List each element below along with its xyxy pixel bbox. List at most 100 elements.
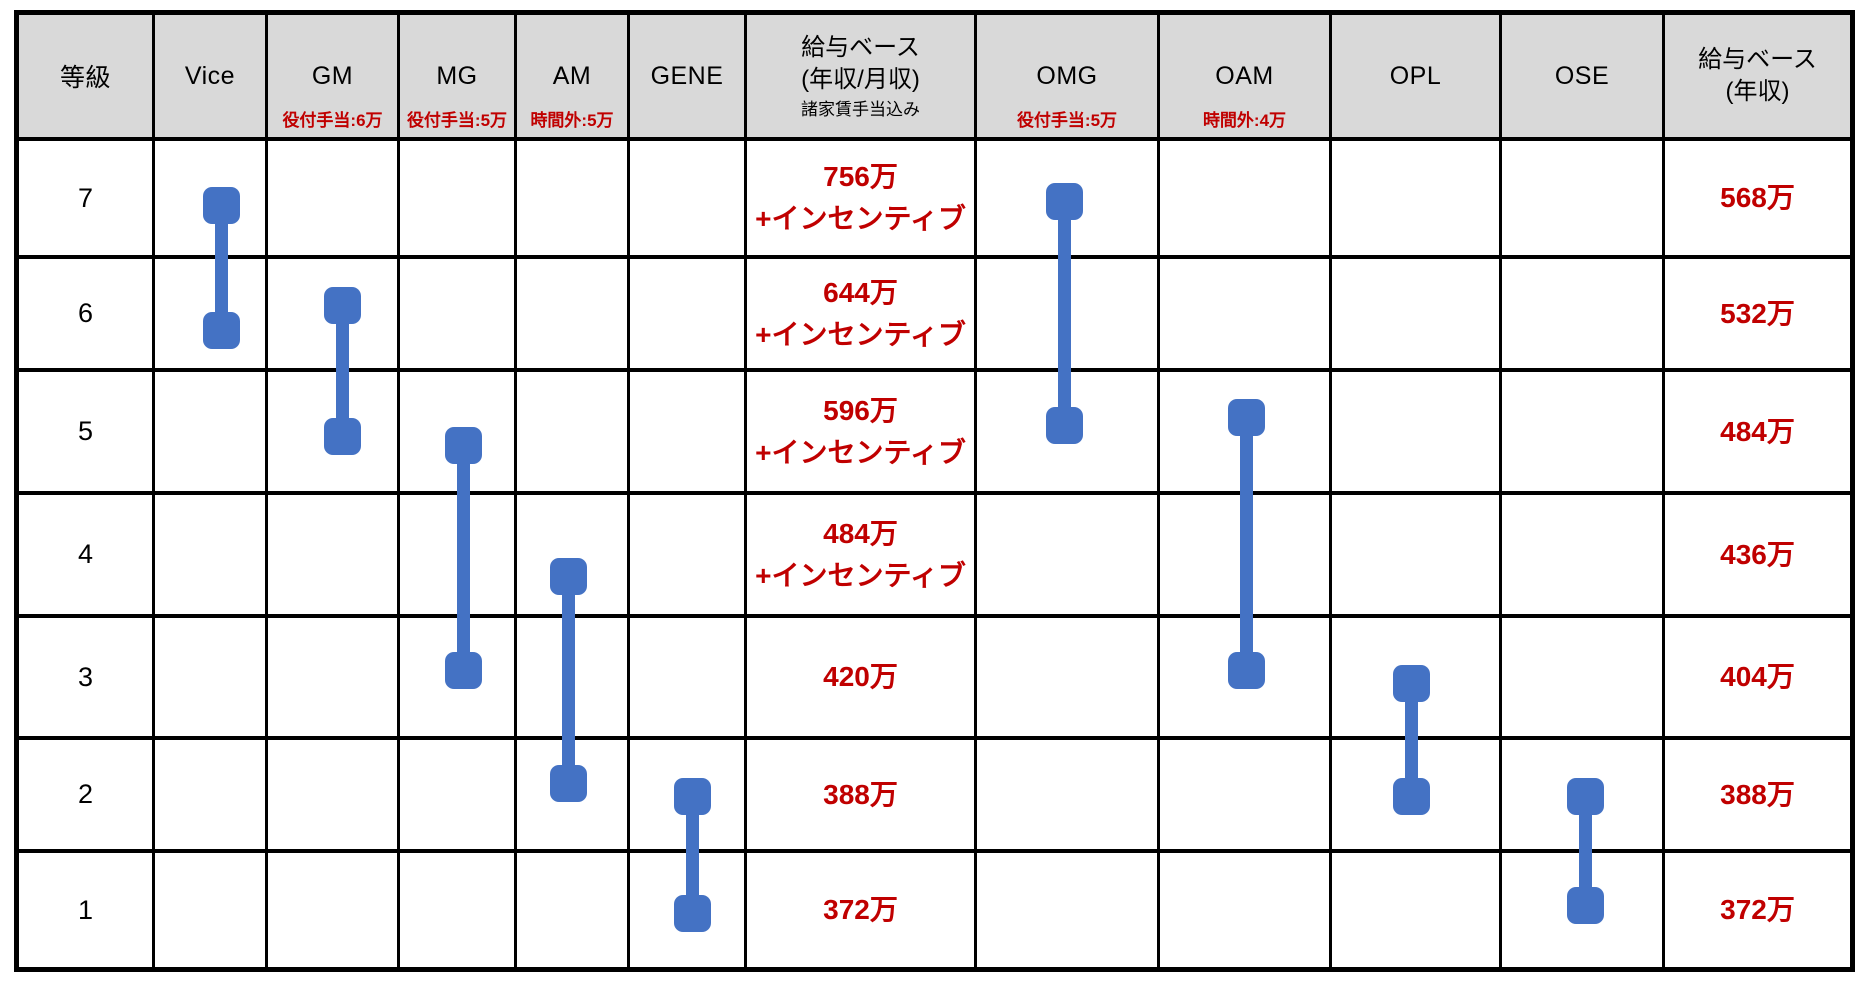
- mg-cell-grade-2: [400, 740, 517, 853]
- column-header-label: 等級: [59, 64, 111, 92]
- salary-value: 404万: [1720, 661, 1795, 692]
- mg-cell-grade-3: [400, 618, 517, 740]
- vice-cell-grade-5: [155, 372, 268, 495]
- column-header-grade: 等級: [19, 15, 155, 141]
- column-header-am: AM 時間外:5万: [517, 15, 630, 141]
- omg-cell-grade-6: [977, 259, 1160, 372]
- gm-cell-grade-6: [268, 259, 400, 372]
- column-header-salary_right: 給与ベース(年収): [1665, 15, 1850, 141]
- mg-cell-grade-4: [400, 495, 517, 618]
- salary-value: 644万: [823, 276, 898, 308]
- salary_mid-cell-grade-6: 644万 +インセンティブ: [747, 259, 977, 372]
- am-cell-grade-7: [517, 141, 630, 259]
- salary_right-cell-grade-1: 372万: [1665, 853, 1850, 967]
- allowance-note: 役付手当:5万: [1016, 111, 1118, 130]
- oam-cell-grade-1: [1160, 853, 1332, 967]
- grade-cell-7: 7: [19, 141, 155, 259]
- oam-cell-grade-5: [1160, 372, 1332, 495]
- vice-cell-grade-7: [155, 141, 268, 259]
- allowance-note: 役付手当:6万: [282, 111, 383, 130]
- column-header-label: OSE: [1554, 61, 1610, 90]
- column-header-label: OMG: [1036, 61, 1098, 90]
- column-header-label: Vice: [184, 61, 236, 90]
- gm-cell-grade-4: [268, 495, 400, 618]
- column-header-label: GENE: [650, 61, 724, 90]
- grade-cell-3: 3: [19, 618, 155, 740]
- omg-cell-grade-5: [977, 372, 1160, 495]
- ose-cell-grade-3: [1502, 618, 1665, 740]
- ose-cell-grade-2: [1502, 740, 1665, 853]
- allowance-note: 役付手当:5万: [406, 111, 508, 130]
- ose-cell-grade-7: [1502, 141, 1665, 259]
- vice-cell-grade-4: [155, 495, 268, 618]
- am-cell-grade-1: [517, 853, 630, 967]
- column-header-label: MG: [436, 61, 478, 90]
- grade-cell-4: 4: [19, 495, 155, 618]
- salary_mid-cell-grade-4: 484万 +インセンティブ: [747, 495, 977, 618]
- omg-cell-grade-1: [977, 853, 1160, 967]
- salary-value: 420万: [823, 661, 898, 692]
- incentive-label: +インセンティブ: [755, 203, 966, 234]
- salary_right-cell-grade-4: 436万: [1665, 495, 1850, 618]
- opl-cell-grade-2: [1332, 740, 1502, 853]
- gm-cell-grade-3: [268, 618, 400, 740]
- opl-cell-grade-7: [1332, 141, 1502, 259]
- grade-number: 1: [77, 894, 94, 925]
- incentive-label: +インセンティブ: [755, 436, 966, 468]
- oam-cell-grade-3: [1160, 618, 1332, 740]
- vice-cell-grade-6: [155, 259, 268, 372]
- gene-cell-grade-3: [630, 618, 747, 740]
- gene-cell-grade-7: [630, 141, 747, 259]
- salary-value: 568万: [1720, 182, 1795, 213]
- am-cell-grade-6: [517, 259, 630, 372]
- gm-cell-grade-5: [268, 372, 400, 495]
- grade-number: 7: [77, 182, 94, 213]
- grade-number: 3: [77, 661, 94, 692]
- column-header-salary_mid: 給与ベース(年収/月収)諸家賃手当込み: [747, 15, 977, 141]
- salary_right-cell-grade-6: 532万: [1665, 259, 1850, 372]
- column-header-ose: OSE: [1502, 15, 1665, 141]
- column-header-gene: GENE: [630, 15, 747, 141]
- oam-cell-grade-7: [1160, 141, 1332, 259]
- omg-cell-grade-7: [977, 141, 1160, 259]
- column-header-label: AM: [552, 61, 592, 90]
- opl-cell-grade-5: [1332, 372, 1502, 495]
- column-header-omg: OMG 役付手当:5万: [977, 15, 1160, 141]
- salary_right-cell-grade-5: 484万: [1665, 372, 1850, 495]
- gene-cell-grade-5: [630, 372, 747, 495]
- oam-cell-grade-2: [1160, 740, 1332, 853]
- grade-cell-5: 5: [19, 372, 155, 495]
- mg-cell-grade-7: [400, 141, 517, 259]
- salary_mid-cell-grade-2: 388万: [747, 740, 977, 853]
- column-header-vice: Vice: [155, 15, 268, 141]
- salary-value: 388万: [1720, 778, 1795, 810]
- salary-value: 756万: [823, 161, 898, 192]
- allowance-note: 時間外:4万: [1202, 111, 1287, 130]
- salary-value: 436万: [1720, 538, 1795, 570]
- opl-cell-grade-1: [1332, 853, 1502, 967]
- am-cell-grade-5: [517, 372, 630, 495]
- ose-cell-grade-5: [1502, 372, 1665, 495]
- column-header-note: 諸家賃手当込み: [801, 99, 920, 119]
- incentive-label: +インセンティブ: [755, 318, 966, 350]
- ose-cell-grade-4: [1502, 495, 1665, 618]
- oam-cell-grade-6: [1160, 259, 1332, 372]
- mg-cell-grade-5: [400, 372, 517, 495]
- salary-value: 372万: [823, 894, 898, 925]
- gene-cell-grade-2: [630, 740, 747, 853]
- salary_mid-cell-grade-7: 756万 +インセンティブ: [747, 141, 977, 259]
- salary-value: 484万: [823, 517, 898, 549]
- salary_mid-cell-grade-5: 596万+インセンティブ: [747, 372, 977, 495]
- vice-cell-grade-2: [155, 740, 268, 853]
- salary-value: 484万: [1720, 415, 1795, 447]
- incentive-label: +インセンティブ: [755, 559, 966, 591]
- allowance-note: 時間外:5万: [530, 111, 614, 130]
- grade-number: 6: [77, 298, 94, 328]
- column-header-label: OAM: [1215, 61, 1274, 90]
- column-header-label: (年収): [1725, 78, 1790, 105]
- am-cell-grade-2: [517, 740, 630, 853]
- omg-cell-grade-4: [977, 495, 1160, 618]
- mg-cell-grade-1: [400, 853, 517, 967]
- am-cell-grade-3: [517, 618, 630, 740]
